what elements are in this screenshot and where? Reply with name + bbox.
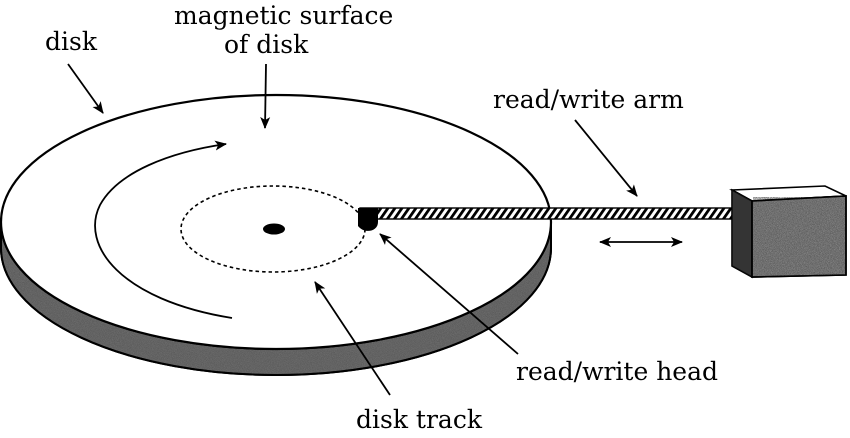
actuator-block	[729, 185, 847, 281]
disk-track-pointer-arrow	[314, 281, 391, 396]
read-write-arm-pointer-arrow	[574, 119, 638, 197]
label-magnetic-surface-line2: of disk	[224, 30, 309, 59]
label-disk: disk	[45, 27, 98, 56]
magnetic-surface-pointer-arrow	[260, 63, 271, 129]
read-write-head-pointer-arrow	[379, 233, 519, 355]
read-write-head	[358, 208, 378, 231]
label-magnetic-surface-line1: magnetic surface	[174, 1, 393, 30]
disk-top-surface	[0, 93, 553, 351]
label-disk-track: disk track	[356, 405, 483, 434]
label-read-write-arm: read/write arm	[493, 85, 684, 114]
rotation-arrow	[94, 140, 233, 319]
spindle-hole	[263, 223, 285, 235]
disk-pointer-arrow	[67, 63, 104, 114]
read-write-arm	[359, 207, 741, 220]
label-read-write-head: read/write head	[516, 357, 718, 386]
